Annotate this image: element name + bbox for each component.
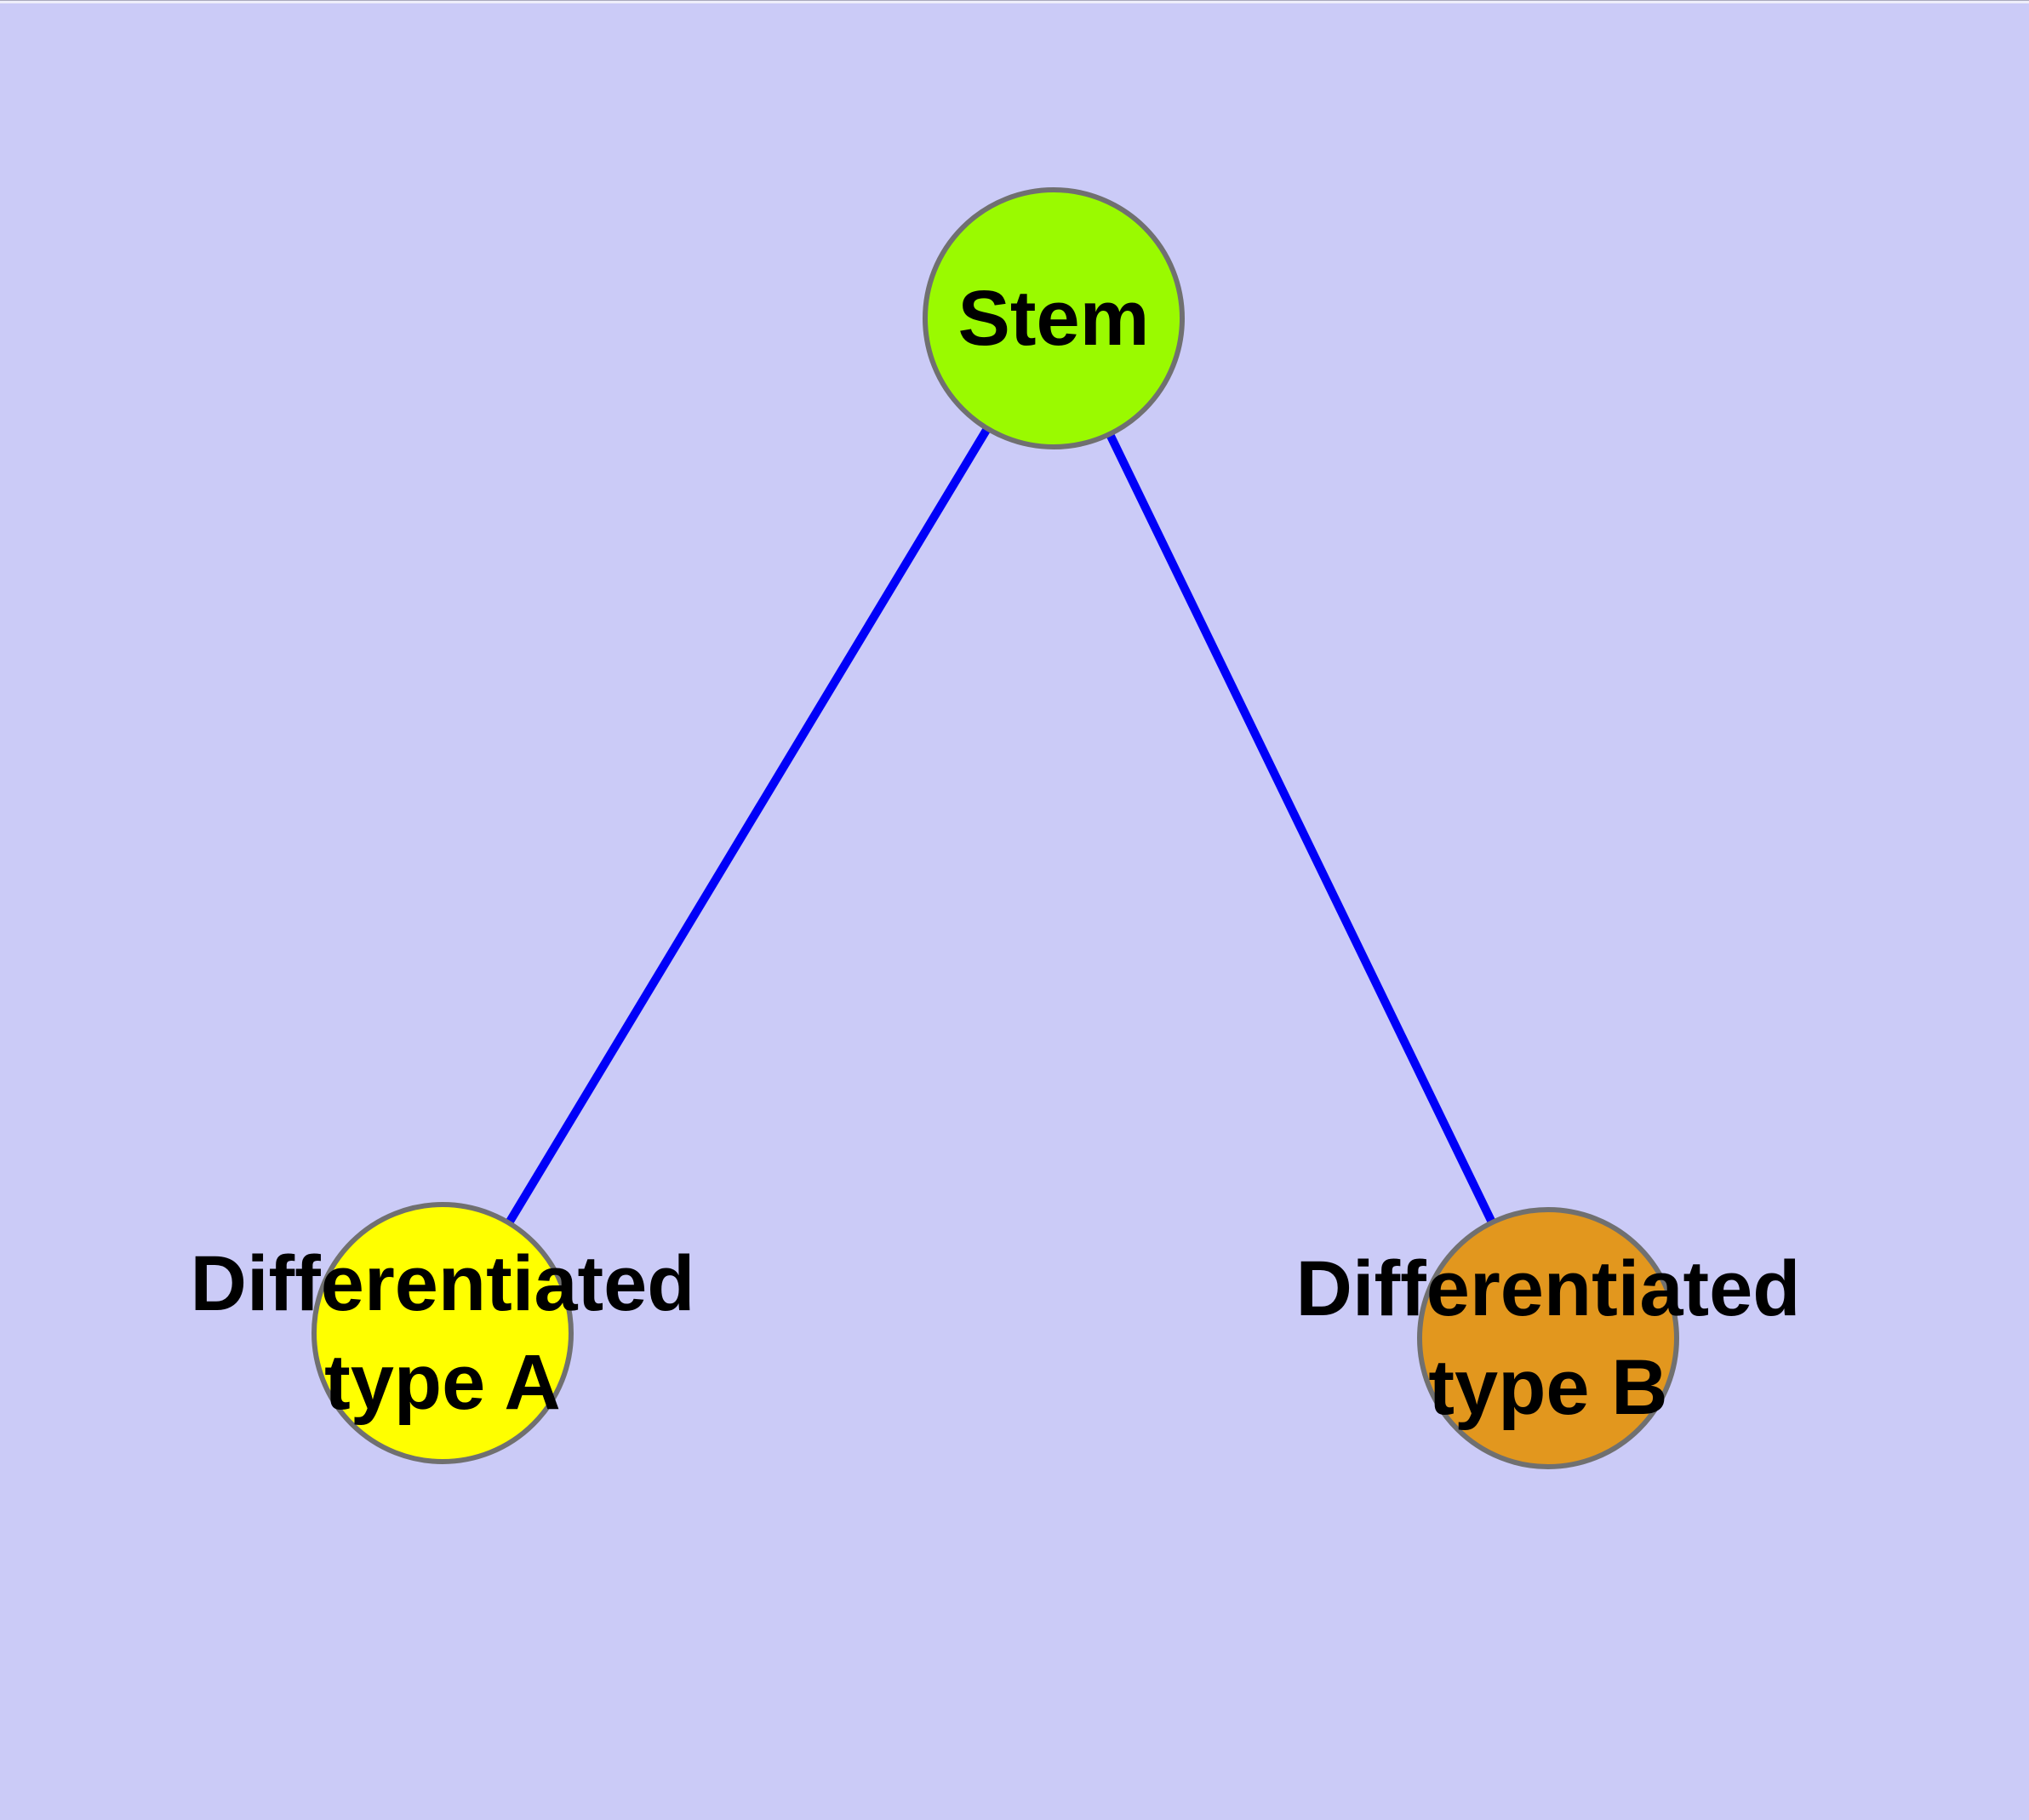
node-differentiated-type-b-label-line1: Differentiated: [1296, 1245, 1801, 1332]
node-differentiated-type-a-label-line1: Differentiated: [191, 1240, 695, 1327]
node-stem-label: Stem: [958, 275, 1150, 362]
window-top-edge: [0, 0, 2029, 3]
node-differentiated-type-b-label-line2: type B: [1428, 1344, 1667, 1431]
edge-stem-to-type-a: [438, 316, 1058, 1336]
edge-stem-to-type-b: [1049, 316, 1552, 1341]
node-differentiated-type-a-label-line2: type A: [324, 1339, 561, 1426]
node-stem: [923, 187, 1185, 449]
node-differentiated-type-a: [311, 1202, 574, 1464]
node-differentiated-type-b: [1417, 1207, 1679, 1469]
